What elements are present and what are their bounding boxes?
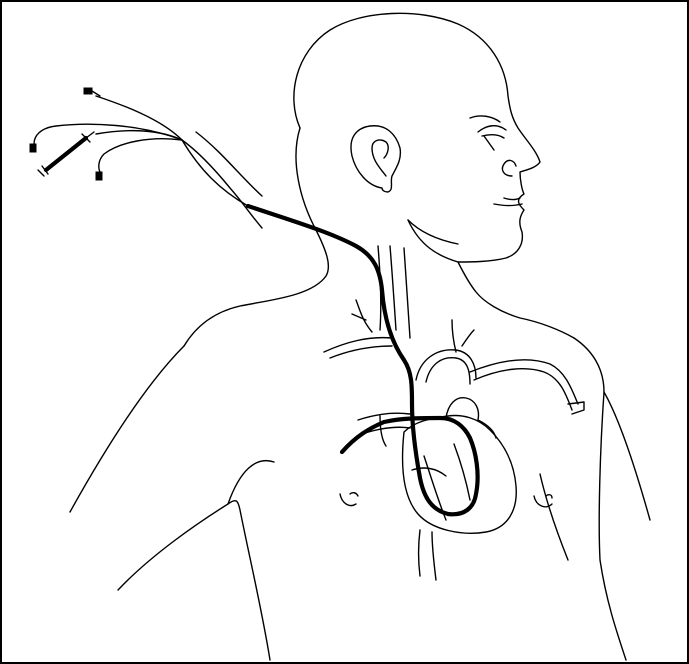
- lumen-3-connector: [96, 172, 102, 180]
- lumen-1-connector: [84, 88, 92, 94]
- brachiocephalic-vessels: [452, 320, 474, 352]
- catheter: [248, 206, 478, 514]
- lumen-1-cap: [92, 91, 100, 96]
- catheter-lumen-1: [96, 96, 248, 206]
- catheter-lumen-3: [99, 139, 182, 172]
- right-nipple: [534, 495, 552, 507]
- lumen-4-connector: [30, 144, 36, 152]
- left-subclavian-vessels: [324, 300, 392, 358]
- eye: [470, 116, 506, 150]
- right-subclavian-vessels: [470, 360, 584, 414]
- neck-front: [458, 262, 574, 338]
- right-torso-edge: [604, 392, 650, 520]
- syringe: [46, 138, 86, 170]
- nose: [502, 160, 516, 176]
- ear: [351, 126, 400, 192]
- left-shoulder: [70, 346, 184, 512]
- ear-inner: [372, 140, 388, 176]
- catheter-lumen-4: [34, 124, 182, 144]
- mouth: [494, 198, 522, 206]
- right-shoulder: [574, 338, 626, 660]
- aortic-arch: [416, 350, 476, 384]
- left-nipple: [340, 493, 358, 506]
- vena-cava: [419, 530, 437, 580]
- left-arm: [118, 501, 270, 660]
- right-chest: [540, 474, 568, 560]
- armpit-left: [228, 461, 274, 504]
- outer-tube: [182, 132, 262, 228]
